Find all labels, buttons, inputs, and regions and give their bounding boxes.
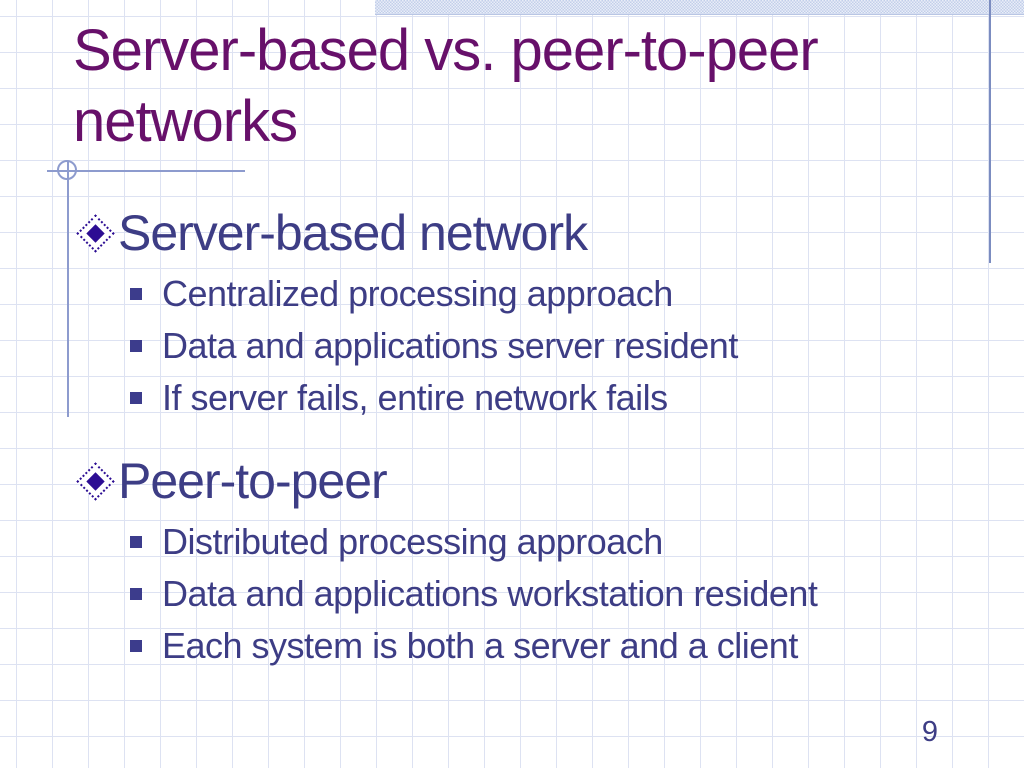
sub-bullet-list: Distributed processing approach Data and…	[75, 516, 985, 672]
list-item-text: Data and applications workstation reside…	[162, 573, 818, 614]
slide-title: Server-based vs. peer-to-peer networks	[73, 18, 819, 154]
list-item-text: Distributed processing approach	[162, 521, 663, 562]
list-item-text: Data and applications server resident	[162, 325, 738, 366]
right-accent-line	[989, 0, 991, 263]
square-bullet-icon	[130, 340, 142, 352]
diamond-bullet-icon	[75, 204, 118, 262]
list-item-text: If server fails, entire network fails	[162, 377, 668, 418]
page-number: 9	[921, 716, 938, 748]
square-bullet-icon	[130, 588, 142, 600]
section-heading: Server-based network	[75, 204, 985, 262]
section-heading-text: Peer-to-peer	[118, 453, 388, 509]
list-item-text: Centralized processing approach	[162, 273, 673, 314]
list-item: Centralized processing approach	[75, 268, 985, 320]
top-accent-bar	[375, 0, 1024, 15]
list-item: Data and applications workstation reside…	[75, 568, 985, 620]
section-heading-text: Server-based network	[118, 205, 588, 261]
diamond-bullet-icon	[75, 452, 118, 510]
list-item: Each system is both a server and a clien…	[75, 620, 985, 672]
list-item: Data and applications server resident	[75, 320, 985, 372]
left-accent-line	[67, 161, 69, 417]
square-bullet-icon	[130, 536, 142, 548]
list-item: If server fails, entire network fails	[75, 372, 985, 424]
list-item-text: Each system is both a server and a clien…	[162, 625, 798, 666]
section-heading: Peer-to-peer	[75, 452, 985, 510]
title-underline	[47, 170, 245, 172]
compass-circle-ornament	[57, 160, 77, 180]
square-bullet-icon	[130, 392, 142, 404]
list-item: Distributed processing approach	[75, 516, 985, 568]
section-peer-to-peer: Peer-to-peer Distributed processing appr…	[75, 452, 985, 672]
square-bullet-icon	[130, 288, 142, 300]
slide-body: Server-based network Centralized process…	[75, 204, 985, 672]
sub-bullet-list: Centralized processing approach Data and…	[75, 268, 985, 424]
square-bullet-icon	[130, 640, 142, 652]
section-server-based: Server-based network Centralized process…	[75, 204, 985, 424]
